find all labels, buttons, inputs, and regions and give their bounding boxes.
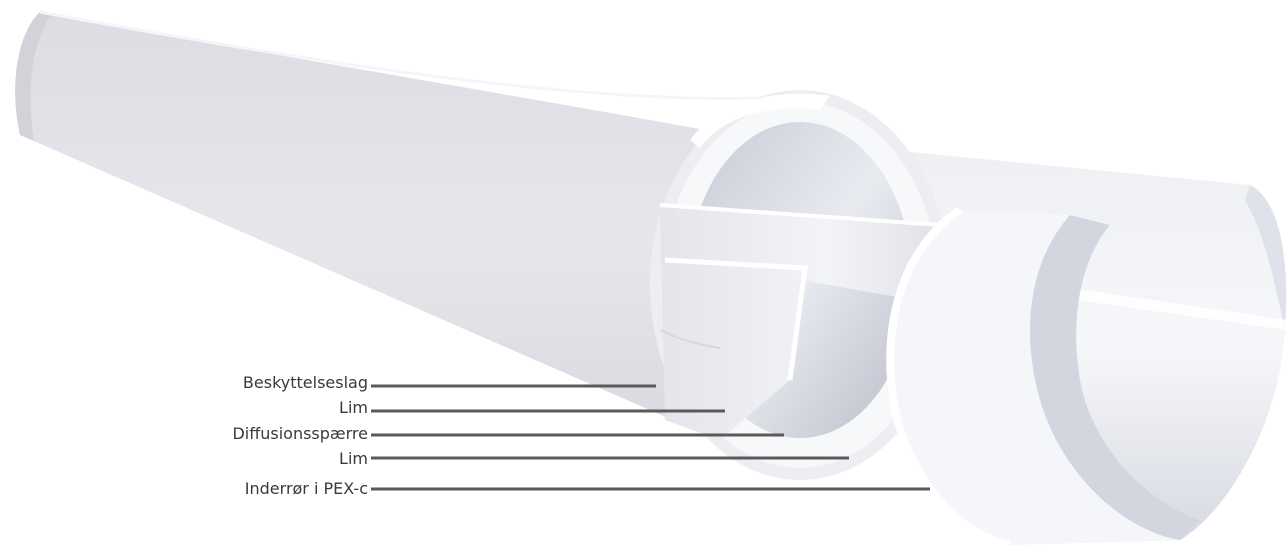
label-lim-2: Lim	[339, 449, 368, 469]
label-beskyttelseslag: Beskyttelseslag	[243, 373, 368, 393]
label-inderroer-pex-c: Inderrør i PEX-c	[245, 479, 368, 499]
label-lim-1: Lim	[339, 398, 368, 418]
label-diffusionsspaerre: Diffusionsspærre	[232, 424, 368, 444]
